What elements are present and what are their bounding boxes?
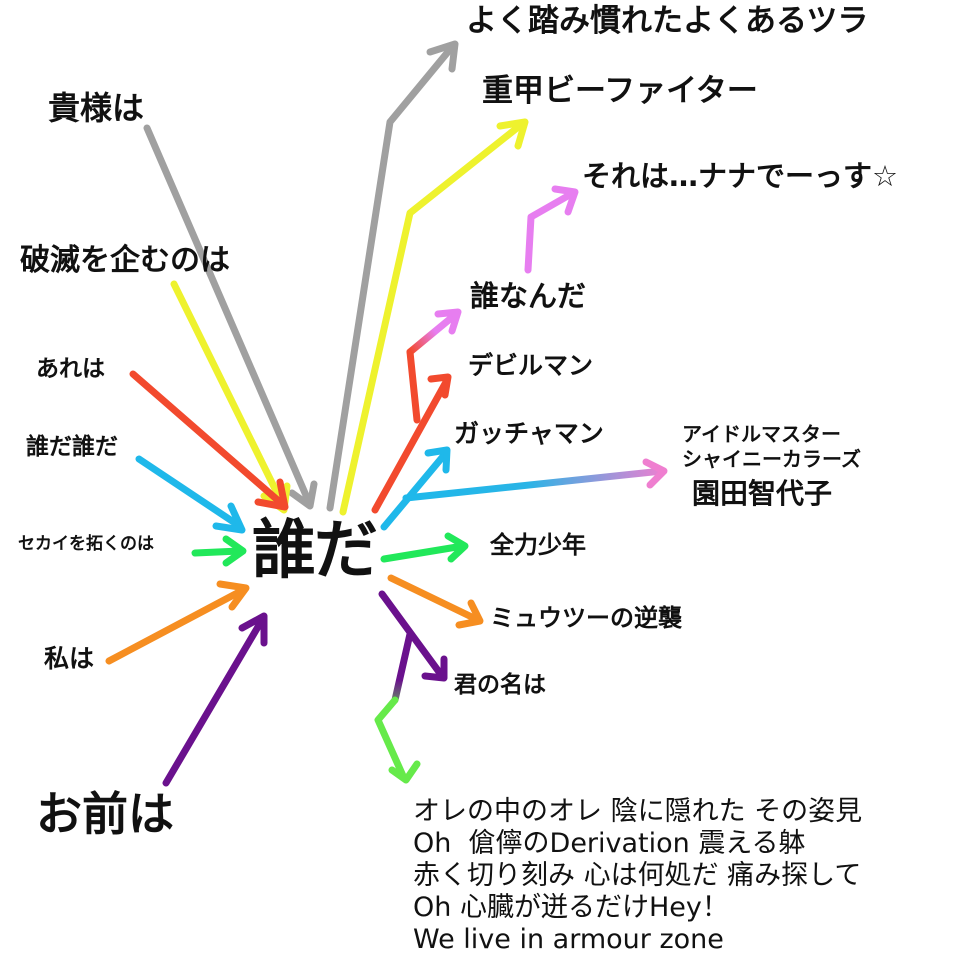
label-gatchaman: ガッチャマン xyxy=(454,419,604,448)
label-darenanda: 誰なんだ xyxy=(470,279,587,313)
arrow-sekai xyxy=(191,535,247,567)
arrow-omae xyxy=(162,612,268,787)
label-kiminona: 君の名は xyxy=(454,672,546,698)
label-idolmaster-2: シャイニーカラーズ xyxy=(682,447,861,471)
label-daredare: 誰だ誰だ xyxy=(26,434,118,460)
arrow-yoku xyxy=(326,40,459,512)
arrow-watashi xyxy=(105,580,250,665)
label-mewtwo: ミュウツーの逆襲 xyxy=(490,604,682,632)
lyrics-line: 赤く切り刻み 心は何処だ 痛み探して xyxy=(413,860,862,891)
label-watashi: 私は xyxy=(44,644,95,673)
label-nana: それは…ナナでーっす☆ xyxy=(582,159,898,193)
lyrics-line: Oh 傖儜のDerivation 震える躰 xyxy=(413,828,806,859)
label-kisama: 貴様は xyxy=(48,89,145,127)
center-word: 誰だ xyxy=(252,514,378,588)
label-sekai: セカイを拓くのは xyxy=(18,534,154,554)
lyrics-line: オレの中のオレ 陰に隠れた その姿見 xyxy=(413,796,863,827)
label-idolmaster-3: 園田智代子 xyxy=(692,477,833,510)
label-yoku: よく踏み慣れたよくあるツラ xyxy=(466,3,869,39)
label-idolmaster-1: アイドルマスター xyxy=(682,422,841,446)
arrow-idolmaster xyxy=(402,458,668,502)
arrow-juukou xyxy=(339,118,529,516)
label-juukou: 重甲ビーファイター xyxy=(482,73,758,109)
arrow-devilman xyxy=(371,348,452,514)
arrow-daredare xyxy=(135,455,246,534)
label-devilman: デビルマン xyxy=(468,351,594,380)
arrow-zenryoku xyxy=(380,532,469,563)
arrow-gatchaman xyxy=(380,446,451,531)
label-arewa: あれは xyxy=(36,356,105,382)
lyrics-line: Oh 心臓が迸るだけHey！ xyxy=(413,892,729,923)
lyrics-block: オレの中のオレ 陰に隠れた その姿見 Oh 傖儜のDerivation 震える躰… xyxy=(413,796,862,956)
lyrics-line: We live in armour zone xyxy=(413,924,724,955)
label-zenryoku: 全力少年 xyxy=(490,531,586,559)
arrow-darenanda xyxy=(406,308,462,356)
arrow-mewtwo xyxy=(387,574,484,629)
label-omae: お前は xyxy=(36,787,174,841)
arrow-lyrics-branch xyxy=(374,630,421,784)
label-hametsu: 破滅を企むのは xyxy=(20,243,230,278)
arrow-arewa xyxy=(129,370,289,511)
arrow-nana xyxy=(524,185,579,274)
arrow-kisama xyxy=(143,124,318,510)
